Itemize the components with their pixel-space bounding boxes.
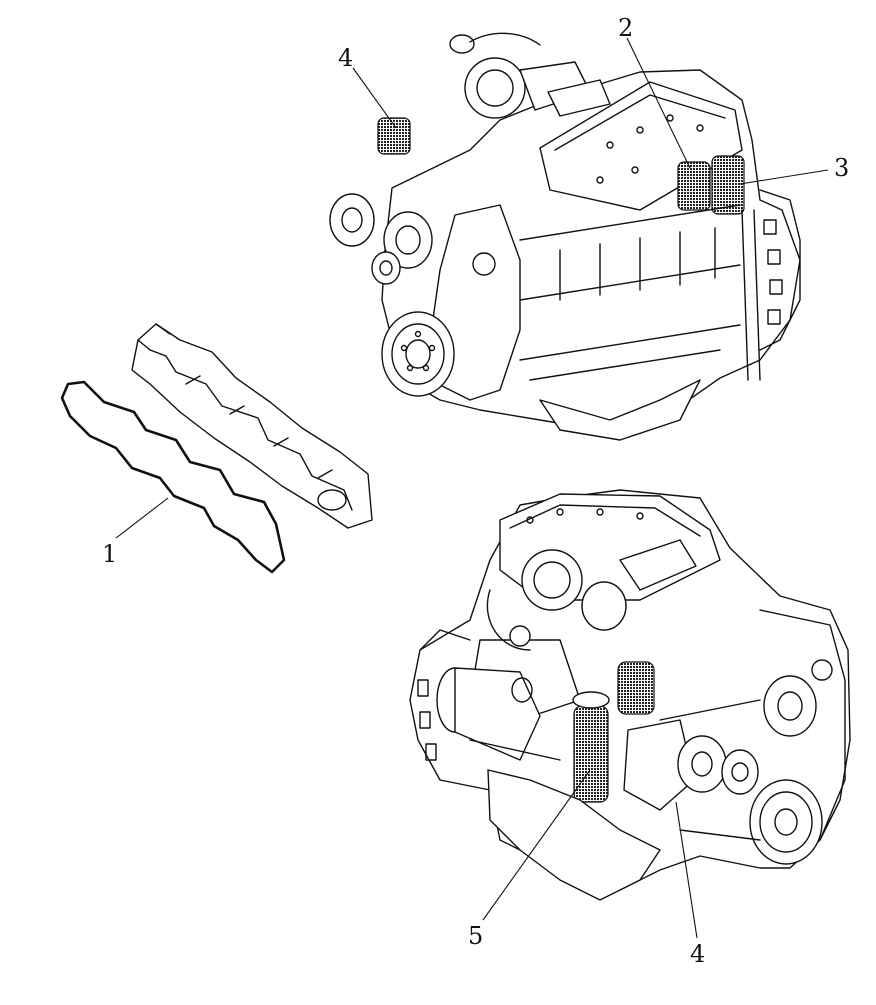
turbocharger-lower	[486, 539, 697, 651]
valve-cover-drawing	[131, 323, 373, 529]
crankshaft-pulley-lower	[749, 779, 823, 865]
callout-4-lower: 4	[690, 940, 705, 968]
callout-2: 2	[618, 14, 633, 42]
callout-4-upper: 4	[338, 44, 353, 72]
crankshaft-pulley-upper	[381, 311, 455, 397]
callout-5: 5	[468, 922, 483, 950]
valve-cover-gasket	[60, 380, 286, 574]
filter-element-upper	[377, 117, 411, 155]
accessory-pulleys-upper	[329, 193, 433, 285]
accessory-pulleys-lower	[677, 675, 817, 795]
callout-1: 1	[102, 540, 117, 568]
lower-engine-drawing	[409, 489, 851, 901]
upper-engine-drawing	[329, 32, 801, 441]
fuel-filter-upper	[677, 161, 711, 211]
turbocharger-upper	[449, 32, 611, 119]
filter-element-lower	[617, 661, 655, 715]
leader-lines	[115, 37, 829, 939]
oil-filter-upper	[711, 155, 745, 215]
callout-3: 3	[834, 154, 849, 182]
oil-filter-lower	[573, 705, 609, 803]
